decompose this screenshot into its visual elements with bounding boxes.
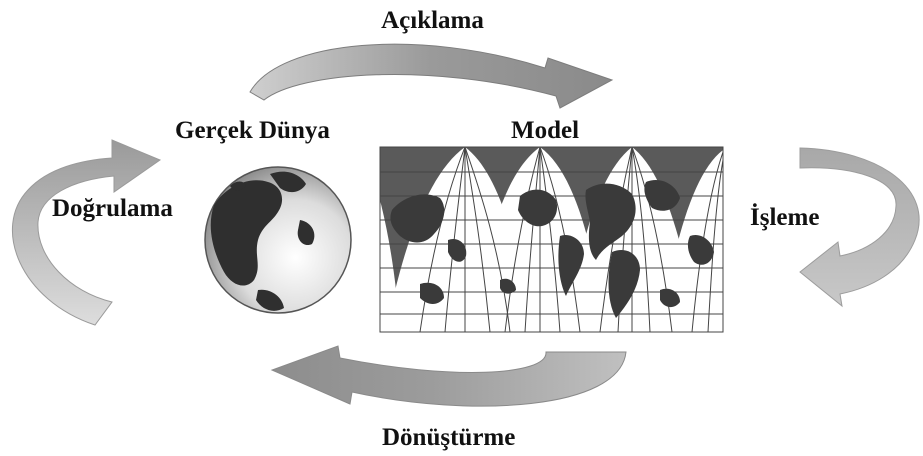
right-loop-arrow (799, 147, 920, 308)
label-verification: Doğrulama (52, 195, 173, 222)
label-processing: İşleme (750, 204, 820, 231)
label-transformation: Dönüştürme (382, 424, 516, 451)
globe-illustration (204, 166, 352, 314)
label-explanation: Açıklama (0, 8, 923, 33)
label-real-world: Gerçek Dünya (175, 117, 330, 144)
world-map-projection (379, 146, 724, 333)
bottom-curved-arrow (270, 345, 627, 407)
label-model: Model (511, 117, 580, 144)
label-explanation-text: Açıklama (381, 7, 484, 34)
top-curved-arrow (249, 43, 614, 109)
left-loop-arrow (12, 139, 162, 326)
